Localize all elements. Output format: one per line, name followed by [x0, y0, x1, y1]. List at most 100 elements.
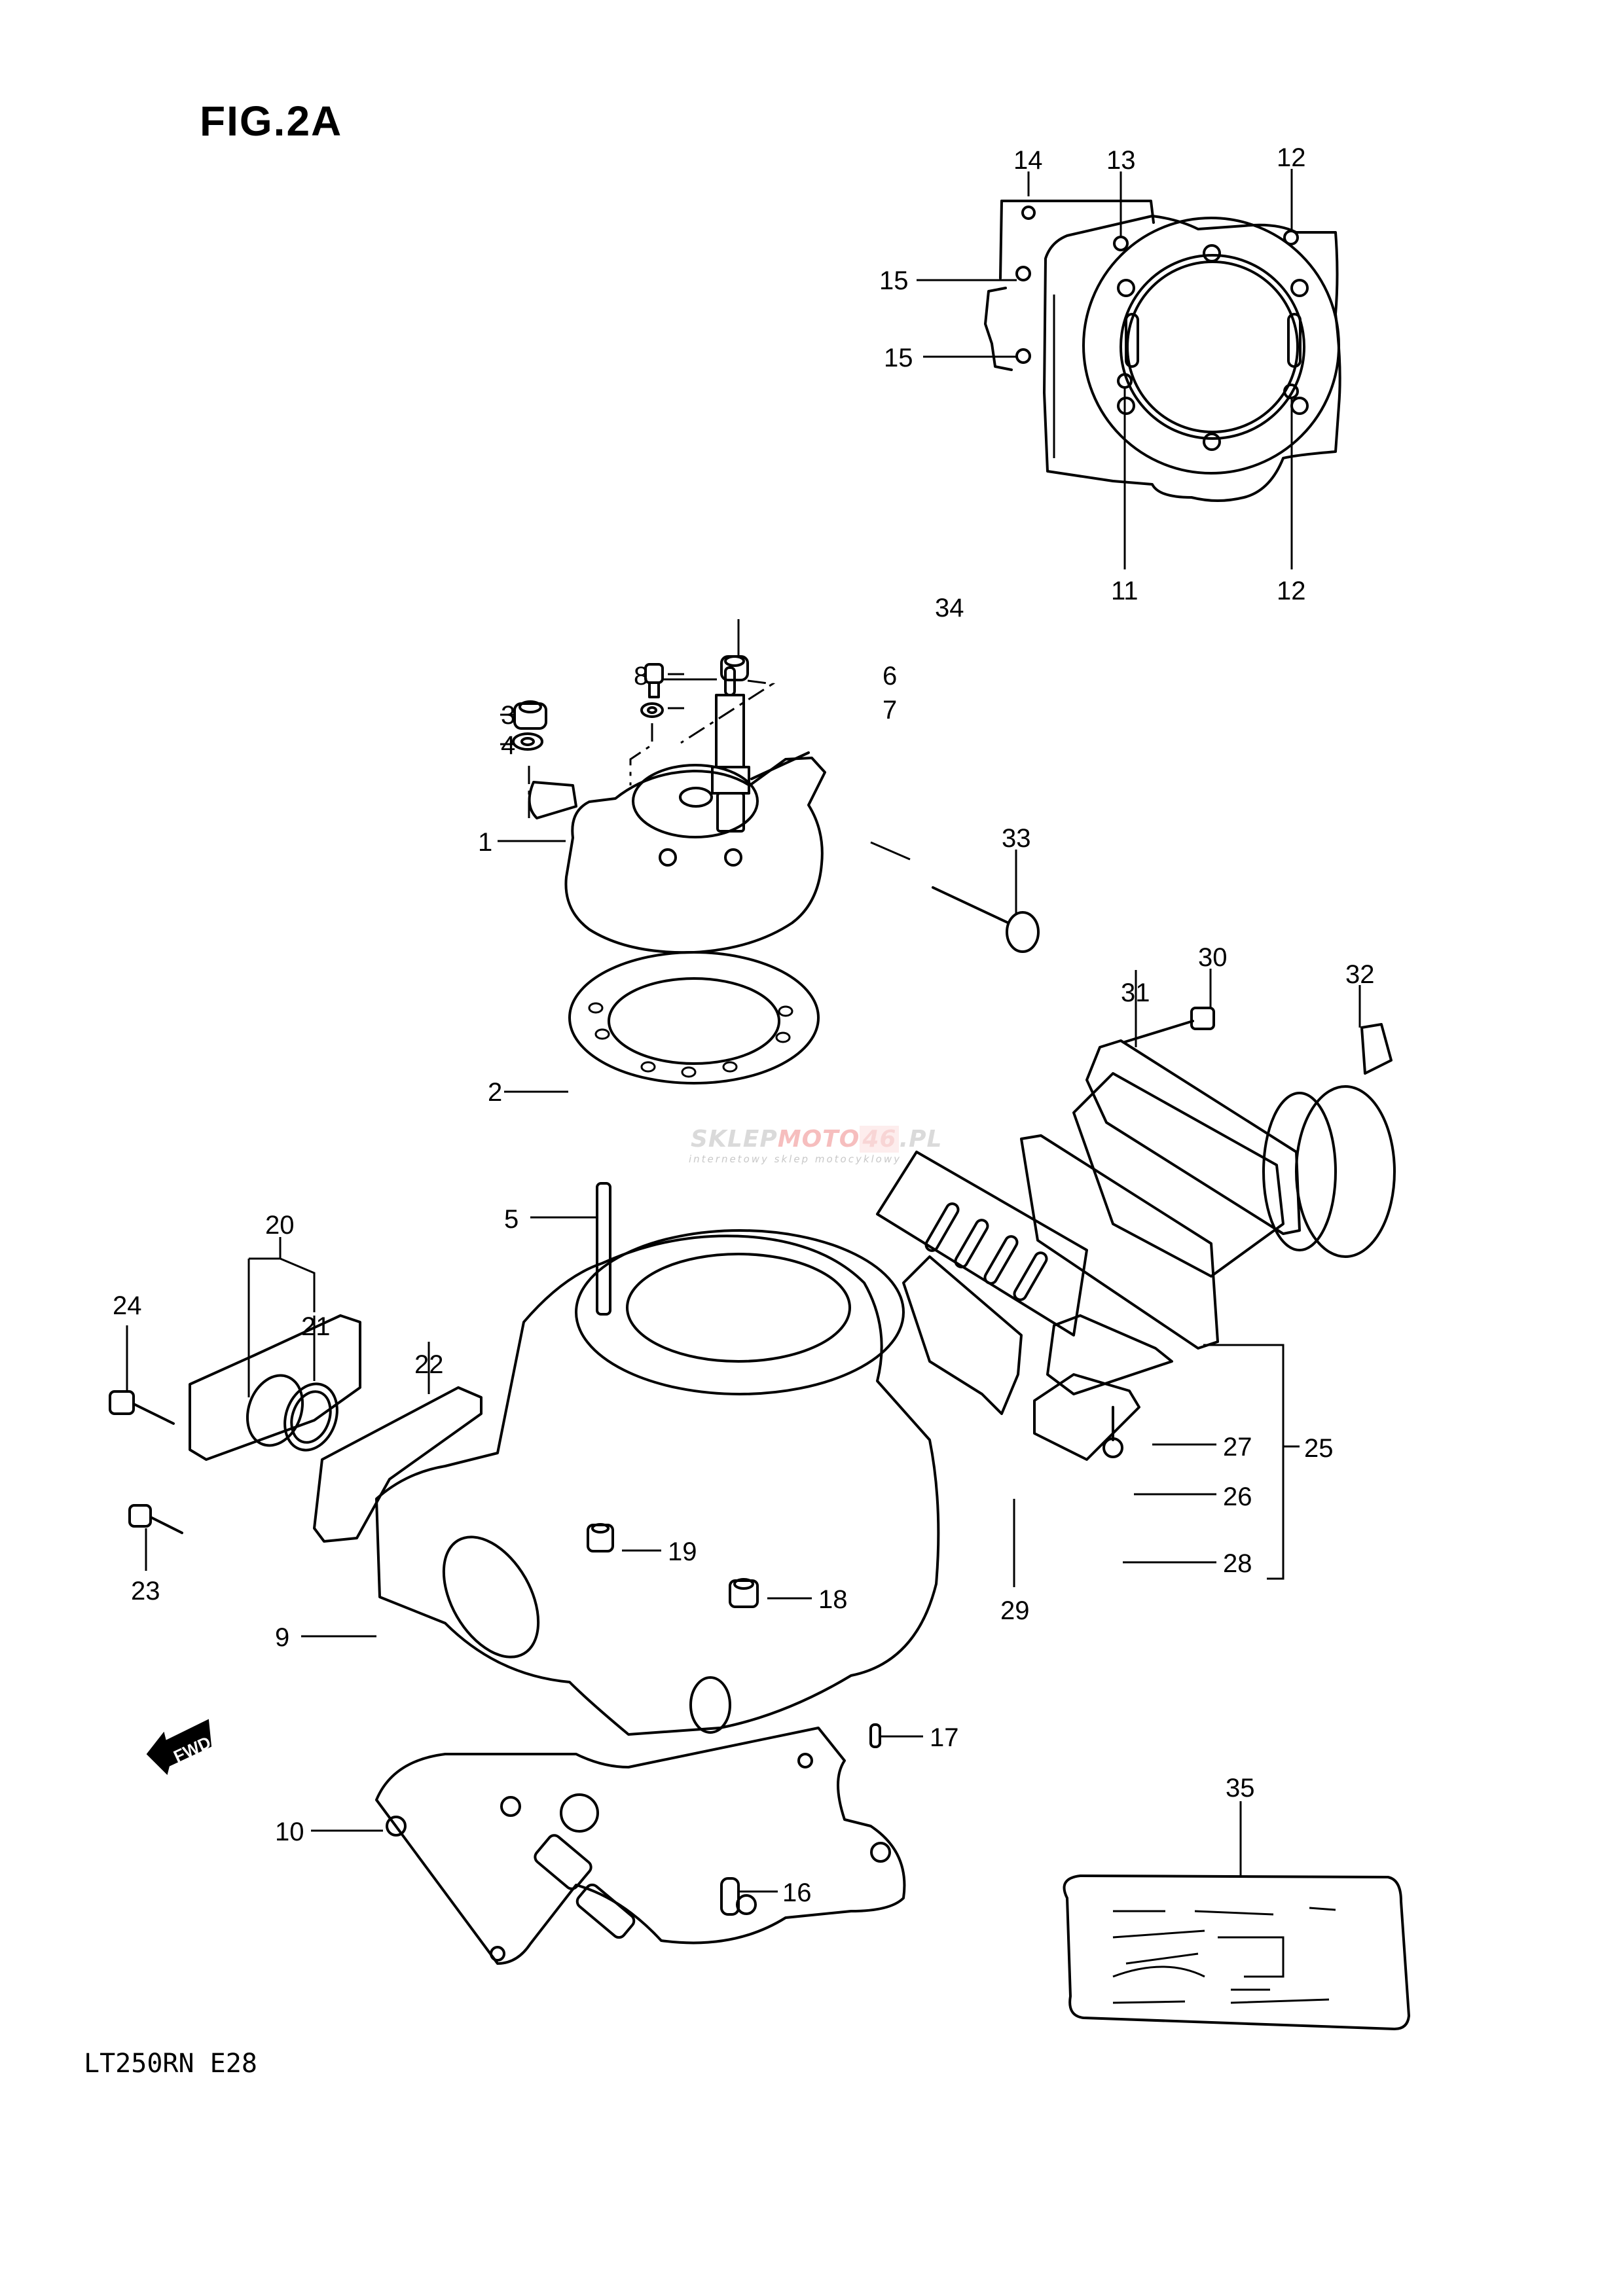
cylinder-head-group [498, 619, 1040, 1093]
base-gasket-icon [375, 1727, 906, 1965]
callout-35: 35 [1226, 1774, 1255, 1803]
flange-hole [1290, 397, 1309, 415]
callout-19: 19 [668, 1537, 697, 1566]
cylinder-top-bore [626, 1253, 851, 1363]
callout-21: 21 [301, 1312, 331, 1341]
callout-34: 34 [935, 594, 964, 622]
alignment-line [680, 679, 776, 744]
head-nut-icon [513, 700, 547, 730]
cylinder-top-flange [575, 1229, 905, 1395]
bracket-20 [249, 1257, 316, 1312]
callout-20: 20 [265, 1211, 295, 1240]
coolant-port [689, 1676, 731, 1734]
flange-port [1125, 313, 1139, 368]
stud-hole-12-upper [1283, 230, 1299, 245]
stud-hole-14 [1021, 206, 1036, 220]
bolt-24-icon [109, 1390, 175, 1425]
callout-11: 11 [1111, 577, 1138, 605]
bolt-6-icon [644, 663, 664, 698]
intake-body-icon [1072, 1072, 1284, 1278]
exhaust-port [442, 1535, 540, 1659]
callout-5: 5 [504, 1205, 519, 1234]
gasket-set-group [1063, 1801, 1410, 2030]
cylinder-top-view-inset [917, 169, 1341, 569]
intake-group [876, 969, 1396, 1587]
callout-14: 14 [1013, 146, 1043, 175]
intake-pipe-icon [1262, 1023, 1396, 1258]
callout-25: 25 [1304, 1434, 1334, 1463]
exhaust-joint-group [109, 1237, 483, 1571]
callout-22: 22 [414, 1350, 444, 1379]
nut-34-icon [720, 655, 749, 681]
callout-3: 3 [501, 701, 515, 730]
callout-24: 24 [113, 1291, 142, 1320]
bolt-23-icon [128, 1504, 183, 1534]
reed-petal-icon [1046, 1314, 1173, 1395]
nut-19-icon [587, 1523, 614, 1552]
flange-hole [1117, 279, 1135, 297]
cylinder-body-outline [375, 1234, 940, 1736]
callout-7: 7 [883, 696, 897, 725]
callout-18: 18 [818, 1585, 848, 1614]
callout-12b: 12 [1277, 577, 1306, 605]
callout-16: 16 [782, 1878, 812, 1907]
callout-23: 23 [131, 1577, 160, 1605]
callout-9: 9 [275, 1623, 289, 1652]
callout-27: 27 [1223, 1433, 1252, 1462]
watermark-part-d: .PL [899, 1126, 943, 1153]
stud-group-bracket-left [999, 200, 1003, 279]
callout-17: 17 [930, 1723, 959, 1752]
washer-7-icon [640, 702, 664, 718]
forward-direction-icon: FWD [146, 1719, 214, 1775]
watermark-tagline: internetowy sklep motocyklowy [689, 1153, 902, 1165]
reed-stopper-icon [1033, 1373, 1140, 1461]
callout-8: 8 [634, 662, 648, 691]
coolant-hose [984, 287, 1013, 371]
callout-15a: 15 [879, 266, 909, 295]
washer-icon [512, 732, 543, 751]
watermark-part-c: 46 [860, 1126, 900, 1153]
callout-15b: 15 [884, 344, 913, 372]
bolt-33-icon [932, 886, 1040, 953]
flange-port [1287, 313, 1302, 368]
base-gasket-group [311, 1723, 923, 1965]
stud-hole-13 [1113, 236, 1129, 251]
spark-plug-icon [711, 666, 750, 833]
exhaust-gasket-icon [313, 1386, 483, 1543]
alignment-line [870, 841, 911, 861]
callout-12a: 12 [1277, 143, 1306, 172]
bracket-25 [1203, 1344, 1284, 1580]
callout-31: 31 [1121, 978, 1150, 1007]
watermark-part-b: MOTO [777, 1126, 860, 1153]
flange-hole [1117, 397, 1135, 415]
cylinder-bore-outer [1120, 254, 1305, 440]
dowel-pin-17-icon [869, 1723, 881, 1748]
coolant-outlet [528, 781, 577, 819]
exhaust-flange-icon [189, 1314, 361, 1461]
cylinder-head-icon [528, 751, 826, 954]
callout-2: 2 [488, 1078, 502, 1107]
cylinder-group [301, 1182, 940, 1736]
callout-33: 33 [1002, 824, 1031, 853]
stud-hole-15-upper [1015, 266, 1031, 281]
screw-28-icon [1102, 1406, 1123, 1458]
flange-hole [1203, 433, 1221, 451]
callout-26: 26 [1223, 1482, 1252, 1511]
cylinder-flange [1082, 217, 1340, 475]
reed-valve-icon [876, 1134, 1219, 1350]
callout-labels: 14 13 12 15 15 11 12 34 8 6 7 3 4 33 1 2… [113, 143, 1375, 1907]
intake-gasket-icon [1085, 1039, 1301, 1235]
callout-13: 13 [1106, 146, 1136, 175]
alignment-line [629, 723, 653, 785]
callout-28: 28 [1223, 1549, 1252, 1578]
dowel-pin-16-icon [720, 1877, 740, 1916]
bolt-30-icon [1123, 1007, 1215, 1043]
flange-hole [1203, 244, 1221, 262]
callout-4: 4 [501, 731, 515, 760]
head-gasket-icon [568, 951, 820, 1085]
callout-1: 1 [478, 828, 492, 857]
gasket-set-package-icon [1063, 1874, 1410, 2030]
